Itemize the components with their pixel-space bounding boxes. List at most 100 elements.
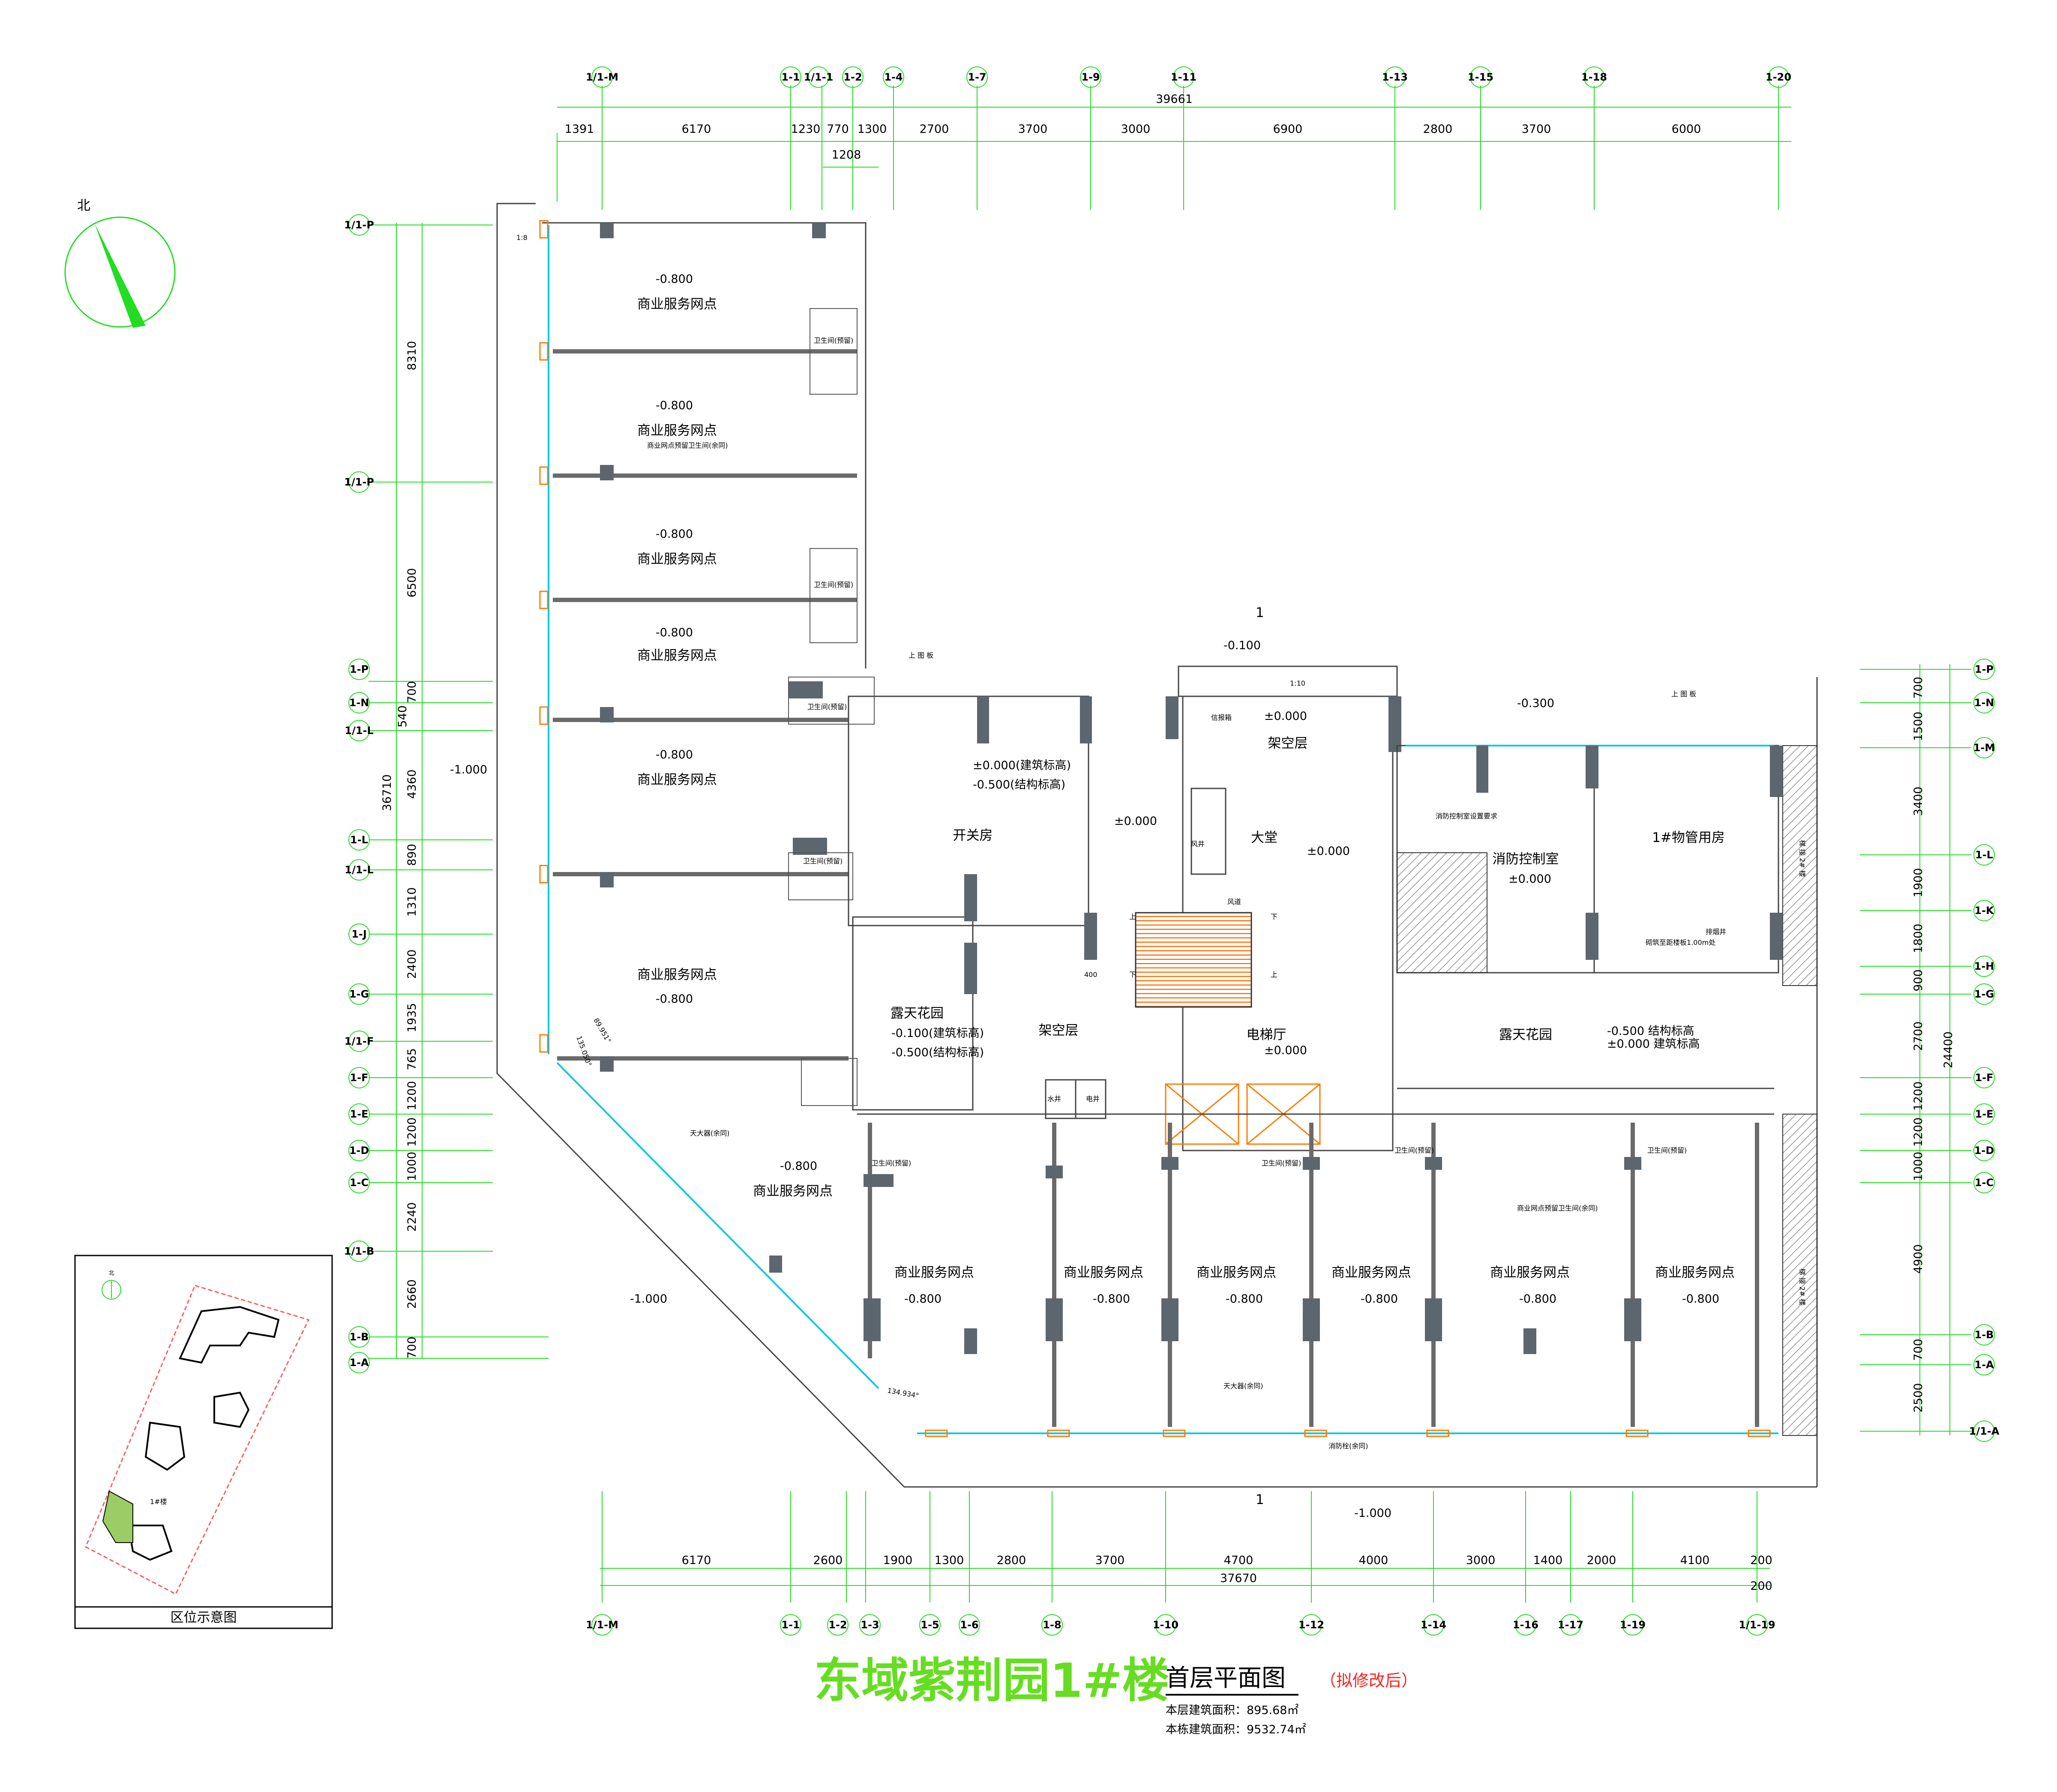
axis-top: 1-15 xyxy=(1468,71,1493,83)
axis-left: 1-G xyxy=(349,988,369,1000)
right-dim: 700 xyxy=(1912,677,1925,699)
mailbox: 信报箱 xyxy=(1211,713,1232,722)
elev-struct: -0.500(结构标高) xyxy=(973,778,1065,791)
axis-right: 1-B xyxy=(1975,1329,1994,1341)
right-dim: 1200 xyxy=(1912,1082,1925,1111)
elev-shop: -0.800 xyxy=(656,527,693,541)
elev-shop: -0.800 xyxy=(1226,1292,1263,1306)
top-dim: 1300 xyxy=(858,123,887,136)
left-dim: 4360 xyxy=(405,770,419,799)
title-block: 东域紫荆园1#楼 首层平面图 （拟修改后） 本层建筑面积：895.68㎡ 本栋建… xyxy=(814,1653,1418,1736)
elev-outdoor: -1.000 xyxy=(1354,1507,1391,1520)
note-smoke: 砌筑至距楼板1.00m处 xyxy=(1646,938,1715,947)
axis-left: 1/1-P xyxy=(344,219,374,231)
axis-bottom: 1-17 xyxy=(1558,1619,1583,1631)
left-dim: 700 xyxy=(405,681,419,703)
axis-top: 1-13 xyxy=(1382,71,1408,83)
bottom-dim: 3000 xyxy=(1466,1554,1496,1567)
bottom-dim: 4700 xyxy=(1224,1554,1253,1567)
axis-top: 1-4 xyxy=(884,71,903,83)
top-dim: 3000 xyxy=(1121,123,1151,136)
note-up: 上 图 板 xyxy=(909,651,933,659)
left-dim: 2400 xyxy=(405,950,419,979)
room-switch: 开关房 xyxy=(953,828,993,843)
elev-garden-east-build: ±0.000 建筑标高 xyxy=(1607,1037,1700,1051)
right-dim: 700 xyxy=(1912,1339,1925,1361)
top-dim: 770 xyxy=(827,123,849,136)
right-dim: 3400 xyxy=(1912,787,1925,816)
axis-top: 1-9 xyxy=(1081,71,1100,83)
elev-zero: ±0.000 xyxy=(1264,710,1307,723)
bottom-total-dim: 37670 xyxy=(1220,1572,1257,1585)
elev-shop: -0.800 xyxy=(1519,1292,1556,1306)
left-dim: 1935 xyxy=(405,1003,419,1033)
right-dim: 1500 xyxy=(1912,712,1925,741)
section-mark: 1 xyxy=(1256,1492,1264,1507)
note-ramp: 1:10 xyxy=(1290,679,1305,687)
note-shop-toilet: 商业网点预留卫生间(余同) xyxy=(1517,1204,1598,1212)
toilet: 卫生间(预留) xyxy=(1647,1146,1687,1154)
right-total-dim: 24400 xyxy=(1942,1031,1955,1068)
note-smoke-well: 排烟井 xyxy=(1706,928,1726,936)
angle-label: 89.951° xyxy=(592,1017,613,1045)
top-dim: 1391 xyxy=(565,123,594,136)
axis-left: 1-D xyxy=(349,1145,369,1157)
room-elevator-hall: 电梯厅 xyxy=(1247,1027,1286,1043)
left-axis-grid: 1/1-P 1/1-P 1-P 1-N 1/1-L 1-L 1/1-L 1-J … xyxy=(344,214,549,1373)
axis-right: 1-H xyxy=(1974,960,1994,972)
stair-up: 上 xyxy=(1271,971,1277,979)
axis-top: 1-2 xyxy=(843,71,862,83)
axis-left: 1-L xyxy=(350,834,368,846)
elev-zero: ±0.000 xyxy=(1508,872,1551,886)
right-axis-grid: 1-P 1-N 1-M 1-L 1-K 1-H 1-G 1-F 1-E 1-D … xyxy=(1860,659,2000,1442)
right-dim: 2700 xyxy=(1912,1022,1925,1051)
axis-left: 1-A xyxy=(349,1357,369,1369)
toilet: 卫生间(预留) xyxy=(1394,1146,1434,1154)
top-dim: 6170 xyxy=(682,123,711,136)
room-garden: 露天花园 xyxy=(1499,1027,1552,1043)
key-map: 北 1#楼 区位示意图 xyxy=(74,1255,333,1629)
right-dim: 1900 xyxy=(1912,868,1925,898)
room-shop: 商业服务网点 xyxy=(894,1265,974,1280)
axis-top: 1/1-1 xyxy=(804,71,834,83)
central-core xyxy=(848,665,1401,1151)
axis-right: 1-G xyxy=(1974,988,1994,1000)
top-sub-dim: 1208 xyxy=(832,148,861,162)
room-elec-well: 电井 xyxy=(1086,1095,1100,1103)
stair-connect: 梯 接 2# 楼 xyxy=(1798,840,1806,877)
elev-zero: ±0.000 xyxy=(1307,845,1350,858)
toilet: 卫生间(预留) xyxy=(803,857,843,865)
room-shop: 商业服务网点 xyxy=(637,772,717,788)
angle-label: 134.934° xyxy=(887,1386,919,1400)
stair-connect: 梯 接 2# 楼 xyxy=(1798,1268,1806,1306)
room-shop: 商业服务网点 xyxy=(1490,1265,1570,1280)
top-dim: 3700 xyxy=(1522,123,1551,136)
elev-garden-struct: -0.500(结构标高) xyxy=(891,1046,984,1059)
room-shop: 商业服务网点 xyxy=(753,1184,833,1199)
bottom-dim: 6170 xyxy=(682,1554,711,1567)
note-canopy: 天大器(余同) xyxy=(690,1129,730,1137)
south-shops xyxy=(857,1113,1778,1437)
elev-shop: -0.800 xyxy=(656,748,693,761)
north-label: 北 xyxy=(77,198,90,213)
axis-bottom: 1-5 xyxy=(921,1619,939,1631)
axis-right: 1-D xyxy=(1974,1145,1994,1157)
room-shop: 商业服务网点 xyxy=(1196,1265,1276,1280)
bottom-dim: 4000 xyxy=(1359,1554,1388,1567)
axis-bottom: 1/1-19 xyxy=(1739,1619,1775,1631)
drawing-status: （拟修改后） xyxy=(1320,1671,1418,1690)
elev-east-entry: -0.300 xyxy=(1517,697,1554,710)
stair-down: 下 xyxy=(1129,971,1136,979)
keymap-caption: 区位示意图 xyxy=(171,1610,237,1625)
left-dim: 1310 xyxy=(405,887,419,917)
drawing-title: 首层平面图 xyxy=(1166,1664,1286,1692)
axis-right: 1-M xyxy=(1973,742,1995,754)
bottom-dim: 1900 xyxy=(883,1554,913,1567)
keymap-north: 北 xyxy=(108,1270,114,1277)
axis-right: 1/1-A xyxy=(1969,1425,2000,1437)
axis-top: 1-20 xyxy=(1766,71,1791,83)
toilet: 卫生间(预留) xyxy=(814,336,854,345)
left-total-dim: 36710 xyxy=(381,774,394,811)
bottom-axis-grid: 1/1-M 1-1 1-2 1-3 1-5 1-6 1-8 1-10 1-12 … xyxy=(586,1491,1775,1636)
